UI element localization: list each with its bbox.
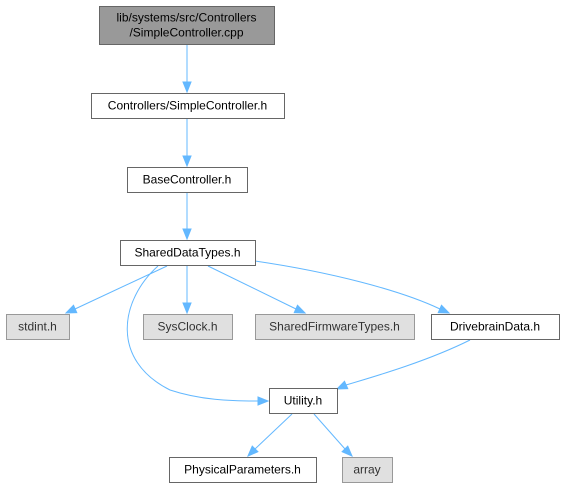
node-box xyxy=(120,240,256,266)
node-box xyxy=(6,314,70,340)
edges-layer xyxy=(64,44,471,457)
node-label: SharedDataTypes.h xyxy=(134,246,240,260)
arrowhead xyxy=(182,228,192,241)
node-box xyxy=(143,314,233,340)
arrowhead xyxy=(64,304,78,314)
edge-line xyxy=(74,265,168,310)
node-box xyxy=(127,167,248,193)
arrowhead xyxy=(182,81,192,94)
node-shared-data-types-h[interactable]: SharedDataTypes.h xyxy=(120,240,256,266)
edge-line xyxy=(345,339,471,386)
node-drivebrain-data-h[interactable]: DrivebrainData.h xyxy=(431,314,560,340)
node-stdint-h[interactable]: stdint.h xyxy=(6,314,70,340)
node-controllers-simple-controller-h[interactable]: Controllers/SimpleController.h xyxy=(91,93,285,119)
node-label: array xyxy=(353,463,380,477)
edge-shared-data-types-h-to-drivebrain-data-h xyxy=(254,260,451,314)
node-shared-firmware-types-h[interactable]: SharedFirmwareTypes.h xyxy=(255,314,415,340)
node-base-controller-h[interactable]: BaseController.h xyxy=(127,167,248,193)
node-label: Controllers/SimpleController.h xyxy=(108,99,267,113)
arrowhead xyxy=(182,155,192,168)
arrowhead xyxy=(257,396,270,406)
node-box xyxy=(255,314,415,340)
node-physical-parameters-h[interactable]: PhysicalParameters.h xyxy=(169,457,317,483)
node-simple-controller-cpp[interactable]: lib/systems/src/Controllers/SimpleContro… xyxy=(99,6,275,45)
edge-utility-h-to-array xyxy=(313,413,353,457)
edge-line xyxy=(207,265,297,310)
edge-utility-h-to-physical-parameters-h xyxy=(247,413,293,457)
node-box xyxy=(269,388,338,414)
edge-shared-data-types-h-to-utility-h xyxy=(126,265,270,406)
edge-shared-data-types-h-to-stdint-h xyxy=(64,265,168,314)
node-box xyxy=(99,6,275,45)
node-box xyxy=(91,93,285,119)
node-label: SharedFirmwareTypes.h xyxy=(269,320,400,334)
node-array[interactable]: array xyxy=(342,457,393,483)
node-label: /SimpleController.cpp xyxy=(129,26,243,40)
node-label: BaseController.h xyxy=(143,173,232,187)
edge-line xyxy=(254,260,441,310)
edge-simple-controller-cpp-to-controllers-simple-controller-h xyxy=(182,44,192,94)
node-label: Utility.h xyxy=(284,394,322,408)
edge-line xyxy=(254,413,293,450)
node-sys-clock-h[interactable]: SysClock.h xyxy=(143,314,233,340)
arrowhead xyxy=(182,302,192,315)
edge-controllers-simple-controller-h-to-base-controller-h xyxy=(182,118,192,168)
arrowhead xyxy=(293,304,307,314)
edge-line xyxy=(313,413,346,450)
edge-base-controller-h-to-shared-data-types-h xyxy=(182,192,192,241)
arrowhead xyxy=(341,445,353,457)
edge-shared-data-types-h-to-sys-clock-h xyxy=(182,266,192,315)
node-label: DrivebrainData.h xyxy=(450,320,540,334)
edge-shared-data-types-h-to-shared-firmware-types-h xyxy=(207,265,307,314)
arrowhead xyxy=(247,445,259,457)
node-label: lib/systems/src/Controllers xyxy=(116,11,256,25)
node-utility-h[interactable]: Utility.h xyxy=(269,388,338,414)
node-box xyxy=(169,457,317,483)
node-label: stdint.h xyxy=(18,320,57,334)
arrowhead xyxy=(335,380,349,390)
nodes-layer: lib/systems/src/Controllers/SimpleContro… xyxy=(6,6,560,483)
edge-line xyxy=(126,265,259,402)
node-label: PhysicalParameters.h xyxy=(184,463,301,477)
edge-drivebrain-data-h-to-utility-h xyxy=(335,339,471,390)
node-box xyxy=(431,314,560,340)
arrowhead xyxy=(437,304,451,314)
node-box xyxy=(342,457,393,483)
node-label: SysClock.h xyxy=(157,320,217,334)
